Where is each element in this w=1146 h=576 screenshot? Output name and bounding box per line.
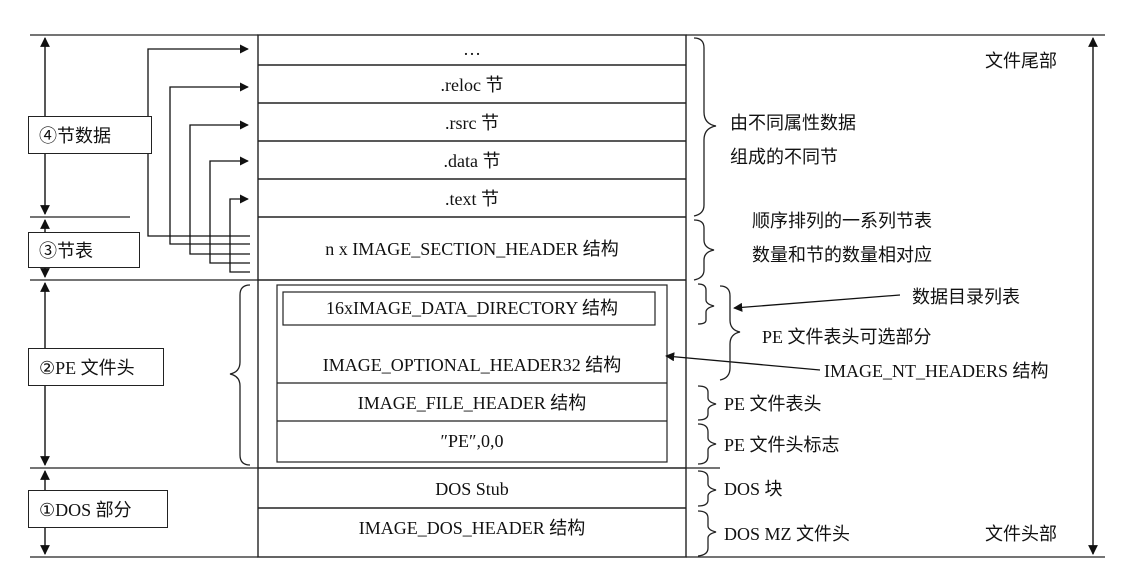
ellipsis-block: … [463, 39, 481, 59]
dos-part-label: ①DOS 部分 [39, 500, 132, 520]
annotation-arrows [665, 294, 901, 371]
data-section: .data 节 [443, 151, 501, 171]
dos-part-box: ①DOS 部分 [28, 490, 168, 528]
pe-header-label: ②PE 文件头 [39, 358, 135, 378]
pe-signature-block: ″PE″,0,0 [440, 431, 504, 451]
sections-desc-line2: 组成的不同节 [730, 147, 838, 167]
main-column [257, 34, 687, 558]
table-desc-line1: 顺序排列的一系列节表 [752, 211, 932, 231]
section-table-label: ③节表 [39, 241, 93, 261]
dos-block-label: DOS 块 [724, 479, 783, 499]
table-desc-line2: 数量和节的数量相对应 [752, 245, 932, 265]
section-pointer-arrows [147, 44, 250, 273]
data-dir-list-label: 数据目录列表 [912, 287, 1020, 307]
section-header-block: n x IMAGE_SECTION_HEADER 结构 [325, 239, 619, 259]
optional-header-block: IMAGE_OPTIONAL_HEADER32 结构 [322, 355, 622, 375]
reference-lines [30, 34, 1105, 558]
pe-header-box: ②PE 文件头 [28, 348, 164, 386]
rsrc-section: .rsrc 节 [445, 113, 499, 133]
pe-file-header-label: PE 文件表头 [724, 394, 822, 414]
pe-signature-desc-label: PE 文件头标志 [724, 435, 840, 455]
pe-optional-label: PE 文件表头可选部分 [762, 327, 932, 347]
sections-desc-line1: 由不同属性数据 [730, 113, 856, 133]
nt-headers-box [276, 284, 668, 463]
file-header-block: IMAGE_FILE_HEADER 结构 [357, 393, 587, 413]
dos-mz-label: DOS MZ 文件头 [724, 524, 851, 544]
nt-headers-label: IMAGE_NT_HEADERS 结构 [824, 361, 1049, 381]
section-data-box: ④节数据 [28, 116, 152, 154]
reloc-section: .reloc 节 [440, 75, 504, 95]
file-head-label: 文件头部 [985, 524, 1057, 544]
right-braces [693, 37, 741, 557]
file-tail-label: 文件尾部 [985, 51, 1057, 71]
text-section: .text 节 [445, 189, 499, 209]
dos-header-block: IMAGE_DOS_HEADER 结构 [358, 518, 586, 538]
dos-stub-block: DOS Stub [435, 479, 509, 499]
left-brace-pe [229, 284, 251, 466]
data-directory-block: 16xIMAGE_DATA_DIRECTORY 结构 [325, 298, 619, 318]
section-data-label: ④节数据 [39, 126, 111, 146]
section-table-box: ③节表 [28, 232, 140, 268]
